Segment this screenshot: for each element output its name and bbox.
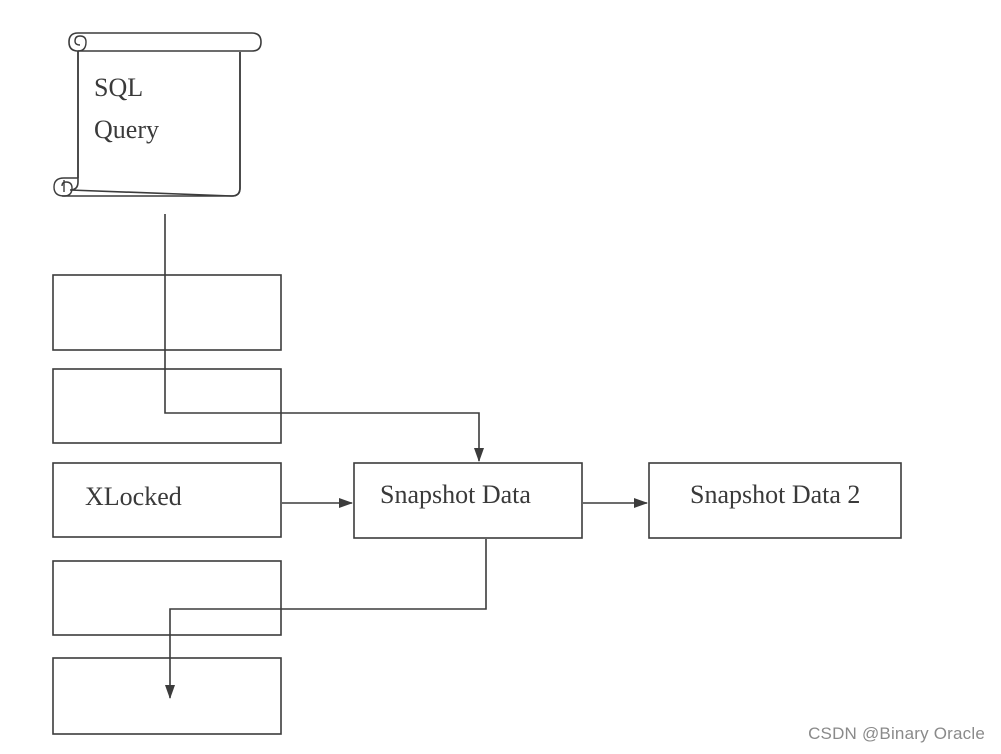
row-box-1 <box>52 274 282 351</box>
scroll-bottom-curl <box>53 177 78 197</box>
row-box-5 <box>52 657 282 735</box>
snapshot-node: Snapshot Data <box>353 462 583 539</box>
sql-query-scroll: SQL Query <box>53 32 262 197</box>
snapshot2-box <box>648 462 902 539</box>
snapshot-to-row5-arrow <box>165 539 487 699</box>
row-box-2 <box>52 368 282 444</box>
snapshot2-node: Snapshot Data 2 <box>648 462 902 539</box>
query-to-snapshot-arrow <box>164 214 484 462</box>
row-stack: XLocked <box>52 274 282 735</box>
snapshot-label: Snapshot Data <box>380 480 531 509</box>
row-box-xlocked <box>52 462 282 538</box>
snapshot-box <box>353 462 583 539</box>
scroll-bottom-edge <box>62 52 241 197</box>
scroll-top-curl <box>74 35 87 52</box>
xlocked-label: XLocked <box>85 482 182 511</box>
snapshot2-label: Snapshot Data 2 <box>690 480 860 509</box>
scroll-line-2: Query <box>94 115 159 144</box>
row-box-4 <box>52 560 282 636</box>
scroll-top-roll <box>68 32 262 52</box>
watermark: CSDN @Binary Oracle <box>808 724 985 743</box>
scroll-line-1: SQL <box>94 73 143 102</box>
